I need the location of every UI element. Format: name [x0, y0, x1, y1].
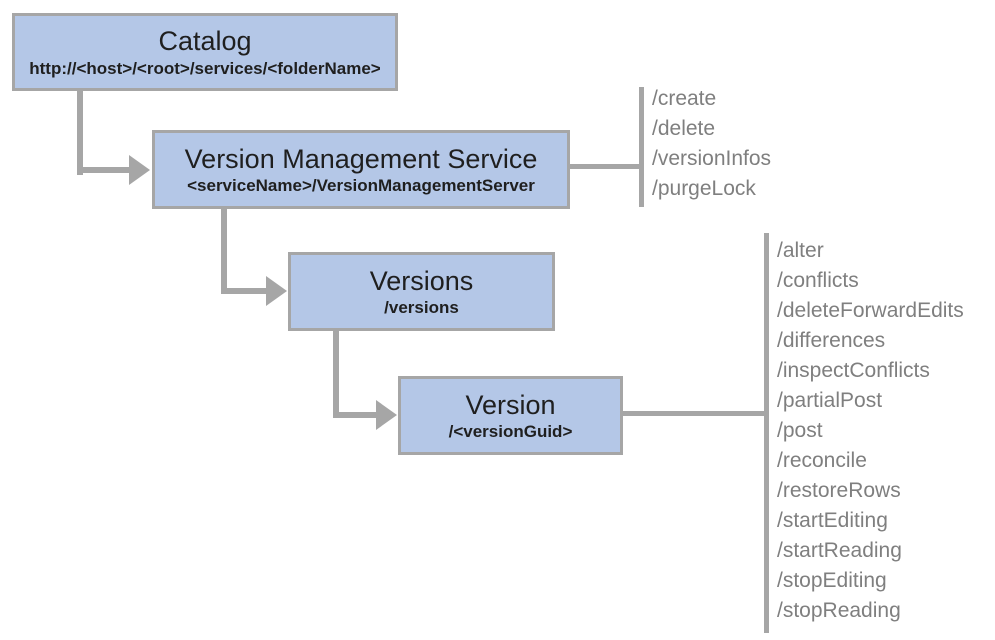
node-version-url: /<versionGuid>: [448, 422, 573, 442]
endpoint-reconcile: /reconcile: [777, 449, 867, 472]
endpoint-delete: /delete: [652, 117, 716, 140]
bracket-version-endpoints-vertical: [764, 233, 769, 633]
arrowhead-vms-versions-icon: [266, 276, 287, 306]
endpoint-restoreRows: /restoreRows: [777, 479, 901, 502]
endpoint-post: /post: [777, 419, 823, 442]
endpoint-conflicts: /conflicts: [777, 269, 859, 292]
node-catalog: Catalog http://<host>/<root>/services/<f…: [12, 13, 398, 91]
connector-versions-version-horizontal: [333, 412, 377, 418]
node-vms-url: <serviceName>/VersionManagementServer: [187, 176, 535, 196]
endpoint-differences: /differences: [777, 329, 886, 352]
node-version-management-service: Version Management Service <serviceName>…: [152, 130, 570, 209]
endpoint-inspectConflicts: /inspectConflicts: [777, 359, 930, 382]
vms-endpoint-list: /create /delete /versionInfos /purgeLock: [652, 84, 771, 204]
endpoint-stopReading: /stopReading: [777, 599, 901, 622]
endpoint-startEditing: /startEditing: [777, 509, 888, 532]
connector-vms-versions-horizontal: [221, 288, 267, 294]
endpoint-stopEditing: /stopEditing: [777, 569, 887, 592]
endpoint-create: /create: [652, 87, 717, 110]
version-endpoint-list: /alter /conflicts /deleteForwardEdits /d…: [777, 236, 964, 626]
node-versions-url: /versions: [384, 298, 459, 318]
endpoint-startReading: /startReading: [777, 539, 902, 562]
node-versions-title: Versions: [369, 265, 474, 296]
node-catalog-title: Catalog: [158, 26, 252, 57]
bracket-vms-endpoints-horizontal: [570, 164, 644, 169]
connector-catalog-vms-horizontal: [77, 167, 130, 173]
node-version-title: Version: [465, 389, 556, 420]
node-vms-title: Version Management Service: [184, 143, 538, 174]
bracket-vms-endpoints-vertical: [639, 87, 644, 207]
node-versions: Versions /versions: [288, 252, 555, 331]
arrowhead-catalog-vms-icon: [129, 155, 150, 185]
endpoint-alter: /alter: [777, 239, 824, 262]
connector-vms-versions-vertical: [221, 209, 227, 294]
connector-catalog-vms-vertical: [77, 91, 83, 175]
endpoint-purgeLock: /purgeLock: [652, 177, 756, 200]
arrowhead-versions-version-icon: [376, 400, 397, 430]
node-version: Version /<versionGuid>: [398, 376, 623, 455]
endpoint-partialPost: /partialPost: [777, 389, 883, 412]
node-catalog-url: http://<host>/<root>/services/<folderNam…: [29, 58, 381, 78]
connector-versions-version-vertical: [333, 331, 339, 418]
endpoint-versionInfos: /versionInfos: [652, 147, 772, 170]
bracket-version-endpoints-horizontal: [623, 411, 769, 416]
endpoint-deleteForwardEdits: /deleteForwardEdits: [777, 299, 964, 322]
